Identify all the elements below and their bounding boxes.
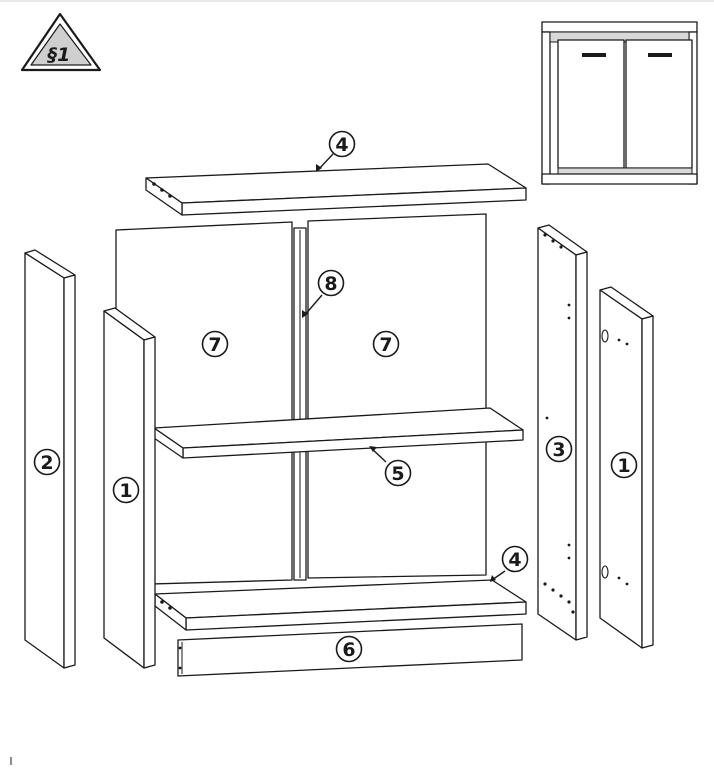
callout-label: 7 [379, 334, 392, 356]
callout-side-left-outer: 2 [33, 448, 61, 476]
callout-back-left: 7 [201, 330, 229, 358]
callout-label: 4 [508, 549, 521, 571]
top-panel [145, 163, 527, 216]
callout-back-right: 7 [372, 330, 400, 358]
shelf-panel [153, 407, 524, 459]
callout-divider: 8 [317, 269, 345, 297]
back-panel-right [307, 213, 487, 579]
divider-strip [293, 227, 307, 581]
callout-label: 4 [335, 134, 348, 156]
badge-label: §1 [47, 44, 71, 66]
callout-label: 8 [324, 273, 337, 295]
leader-lines [302, 153, 506, 582]
callout-label: 1 [617, 455, 630, 477]
callout-label: 2 [40, 452, 53, 474]
callout-plinth: 6 [335, 635, 363, 663]
callout-shelf: 5 [384, 459, 412, 487]
callout-side-left-inner: 1 [112, 476, 140, 504]
side-panel-right-inner [537, 224, 588, 641]
callout-bottom-panel: 4 [501, 545, 529, 573]
callout-label: 5 [391, 463, 404, 485]
callout-label: 3 [552, 439, 565, 461]
callout-label: 6 [342, 639, 355, 661]
callout-label: 1 [119, 480, 132, 502]
cabinet-preview-icon [541, 21, 698, 185]
callout-side-right-inner: 3 [545, 435, 573, 463]
callout-top-panel: 4 [328, 130, 356, 158]
callout-label: 7 [208, 334, 221, 356]
warning-triangle-icon: §1 [20, 12, 102, 72]
bottom-panel [154, 579, 527, 631]
callout-side-right-outer: 1 [610, 451, 638, 479]
